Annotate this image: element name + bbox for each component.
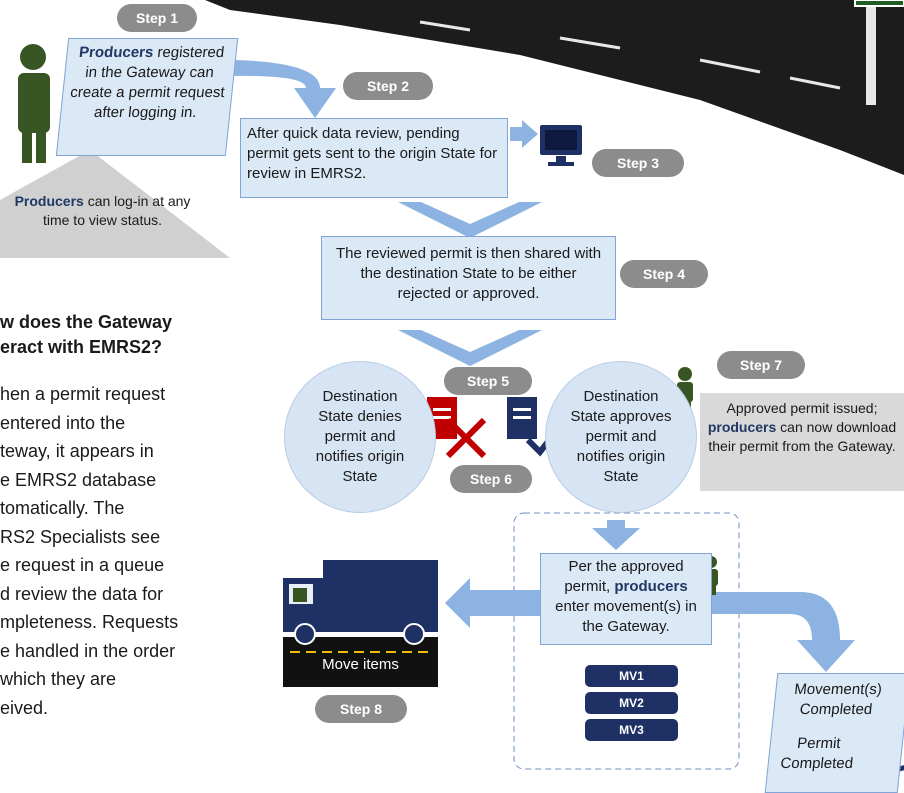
gray-note-text: can log-in at any time to view status. [42, 193, 191, 228]
deny-circle: Destination State denies permit and noti… [284, 361, 436, 513]
step2-text: After quick data review, pending permit … [247, 125, 498, 182]
monitor-icon [540, 125, 582, 166]
step-7-badge: Step 7 [717, 351, 805, 379]
movement-box: Per the approved permit, producers enter… [540, 553, 712, 645]
deny-text: Destination State denies permit and noti… [315, 388, 405, 485]
step7-pre: Approved permit issued; [726, 400, 878, 416]
step-2-badge: Step 2 [343, 72, 433, 100]
movement-item: MV3 [585, 719, 678, 741]
step4-box: The reviewed permit is then shared with … [321, 236, 616, 320]
step7-post: can now download their permit from the G… [708, 419, 897, 454]
producers-label: producers [707, 419, 777, 435]
movement-item: MV2 [585, 692, 678, 714]
movement-item: MV1 [585, 665, 678, 687]
arrow-to-truck [445, 578, 540, 628]
person-icon [18, 44, 50, 163]
approve-circle: Destination State approves permit and no… [545, 361, 697, 513]
gray-note: Producers can log-in at any time to view… [0, 192, 205, 230]
gray-note-shape [0, 150, 230, 258]
movement-region [513, 512, 740, 770]
producers-label: producers [614, 578, 688, 595]
step-6-badge: Step 6 [450, 465, 532, 493]
step-4-badge: Step 4 [620, 260, 708, 288]
movement-pre: Per the approved permit, [564, 558, 684, 595]
step-8-badge: Step 8 [315, 695, 407, 723]
arrow-to-movement [592, 520, 640, 550]
truck-label: Move items [322, 656, 399, 673]
step4-text: The reviewed permit is then shared with … [335, 245, 602, 302]
arrow-step1-to-step2 [232, 60, 336, 118]
road-lane-marks [419, 20, 841, 90]
permit-completed: Permit Completed [779, 735, 854, 772]
producers-label: Producers [78, 44, 155, 61]
step1-box: Producers registered in the Gateway can … [55, 38, 239, 156]
movement-post: enter movement(s) in the Gateway. [555, 598, 697, 635]
step7-box: Approved permit issued; producers can no… [700, 393, 904, 491]
sidebar-body: hen a permit request entered into the te… [0, 384, 179, 718]
chevron-arrow-2 [398, 330, 542, 366]
arrow-to-monitor [510, 120, 538, 148]
denied-document-icon [427, 397, 487, 459]
chevron-arrow-1 [398, 202, 542, 238]
arrow-to-completed [712, 592, 855, 672]
completed-box: Movement(s) Completed Permit Completed [764, 673, 904, 793]
road-sign [854, 0, 904, 7]
step-3-badge: Step 3 [592, 149, 684, 177]
sidebar-heading: w does the Gateway eract with EMRS2? [0, 312, 173, 357]
producers-label: Producers [14, 193, 84, 209]
step-5-badge: Step 5 [444, 367, 532, 395]
step2-box: After quick data review, pending permit … [240, 118, 508, 198]
step-1-badge: Step 1 [117, 4, 197, 32]
movement-completed: Movement(s) Completed [793, 681, 883, 718]
road-image [205, 0, 904, 175]
approve-text: Destination State approves permit and no… [570, 388, 672, 485]
road-sign-pole [866, 0, 876, 105]
truck-icon [283, 560, 438, 687]
